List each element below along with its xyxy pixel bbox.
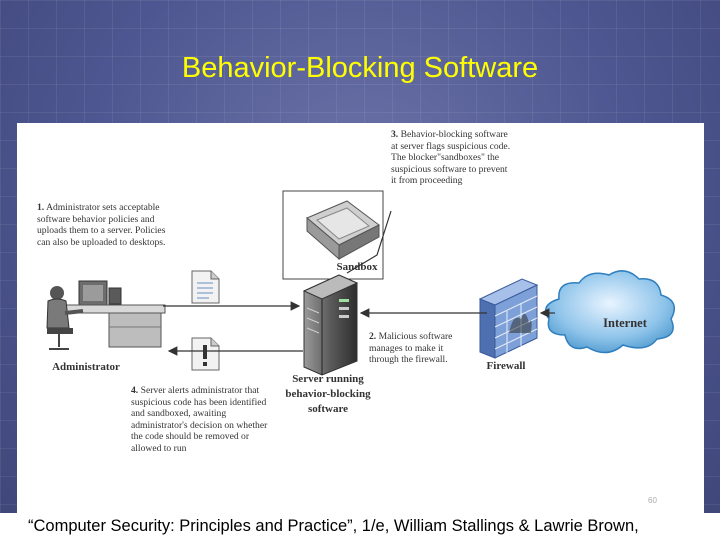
administrator-workstation-icon <box>46 280 166 350</box>
step3-number: 3. <box>391 129 399 140</box>
document-icon <box>191 270 220 304</box>
slide-title: Behavior-Blocking Software <box>181 52 539 84</box>
step4-text: Server alerts administrator that suspici… <box>131 385 268 454</box>
internet-label: Internet <box>603 316 647 330</box>
sandbox-icon <box>282 190 384 280</box>
step4-number: 4. <box>131 385 139 396</box>
step1-caption: 1. Administrator sets acceptable softwar… <box>37 202 167 248</box>
step3-text: Behavior-blocking software at server fla… <box>391 129 511 187</box>
server-label: Server running behavior-blocking softwar… <box>285 373 371 415</box>
flow-arrows <box>163 210 555 356</box>
administrator-label: Administrator <box>52 361 120 373</box>
server-icon <box>302 274 359 376</box>
alert-icon <box>191 337 220 371</box>
step1-text: Administrator sets acceptable software b… <box>37 202 166 248</box>
firewall-icon <box>478 278 539 359</box>
diagram-graphics <box>46 190 676 376</box>
step1-number: 1. <box>37 202 45 213</box>
arrow-server-to-sandbox-note <box>346 210 392 274</box>
diagram-panel: 1. Administrator sets acceptable softwar… <box>17 123 704 513</box>
sandbox-label: Sandbox <box>336 261 378 273</box>
step2-number: 2. <box>369 331 377 342</box>
internet-cloud-icon <box>544 270 676 354</box>
footer-citation: “Computer Security: Principles and Pract… <box>0 513 720 540</box>
step2-caption: 2. Malicious software manages to make it… <box>369 331 469 366</box>
page-number: 60 <box>648 496 657 505</box>
step4-caption: 4. Server alerts administrator that susp… <box>131 385 269 455</box>
firewall-label: Firewall <box>486 360 526 372</box>
step3-caption: 3. Behavior-blocking software at server … <box>391 129 515 187</box>
step2-text: Malicious software manages to make it th… <box>369 331 453 366</box>
